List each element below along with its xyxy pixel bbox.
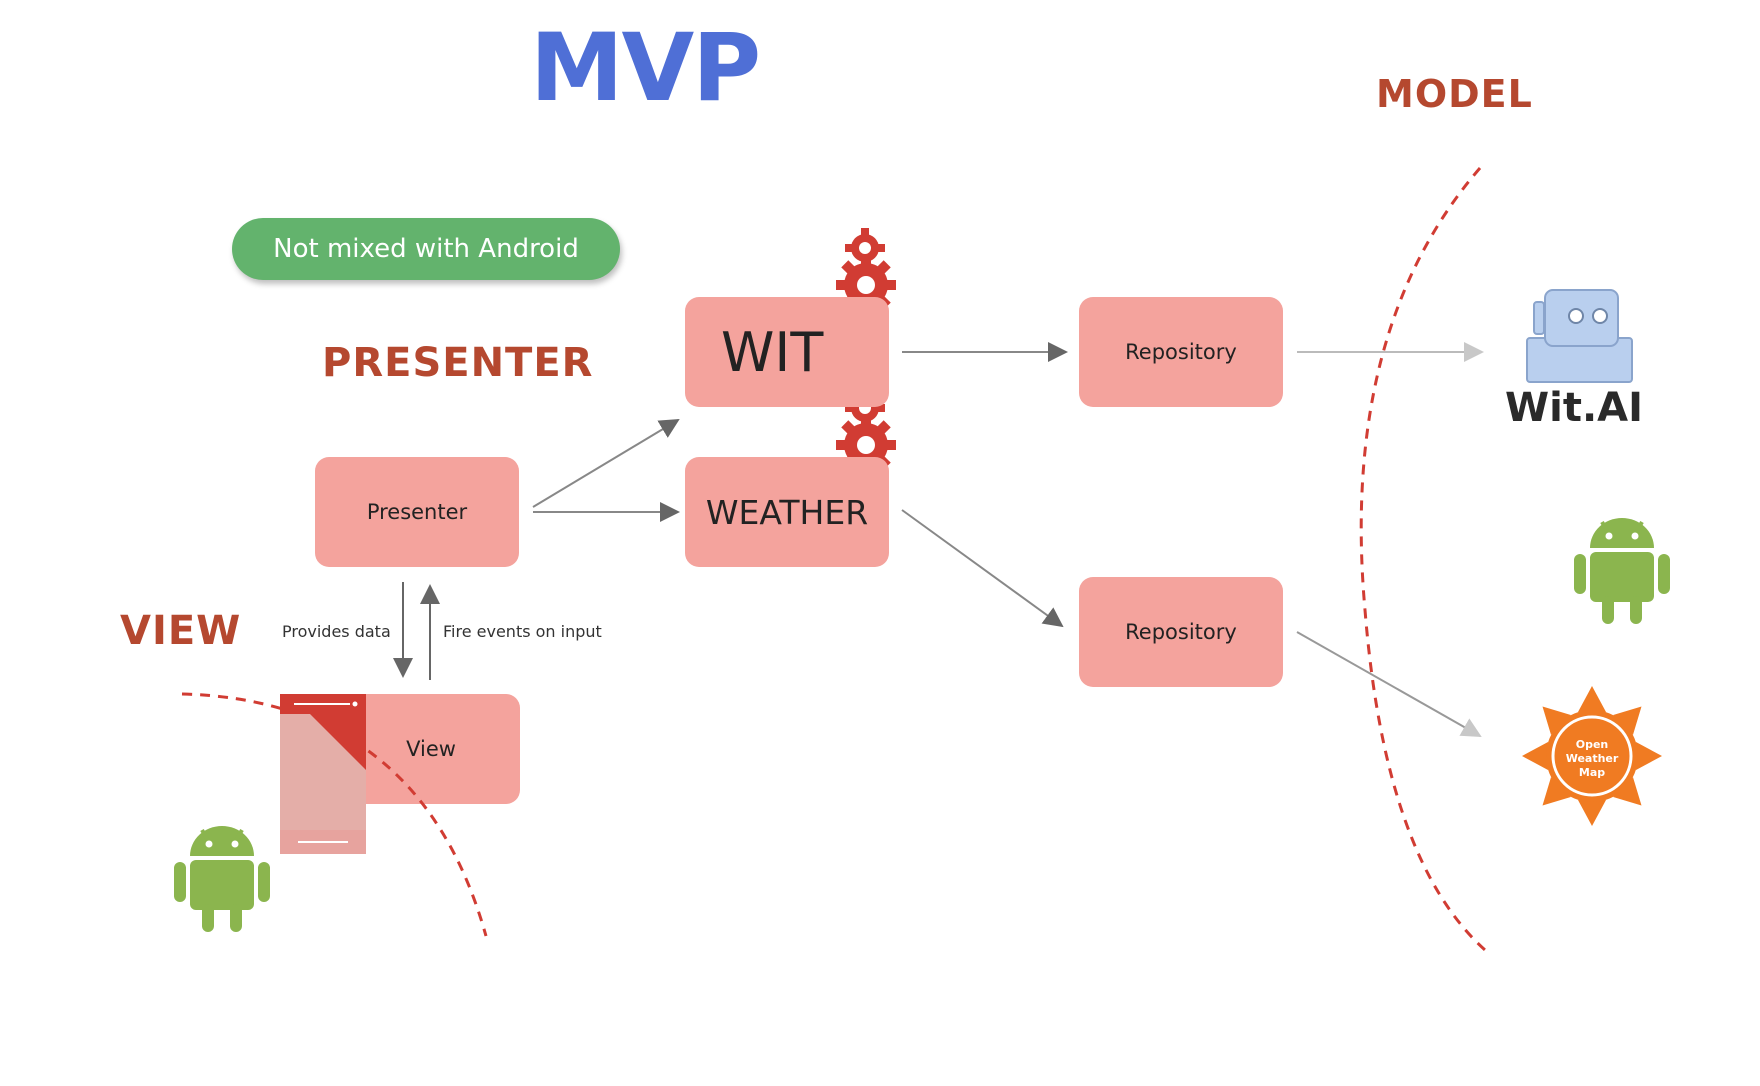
- section-label-view: VIEW: [120, 608, 242, 654]
- view-boundary: [181, 692, 488, 937]
- android-icon: [174, 826, 270, 932]
- presenter-label: Presenter: [366, 500, 468, 524]
- gear-icon: [845, 228, 885, 268]
- model-boundary: [1359, 167, 1487, 952]
- provides-data-label: Provides data: [282, 622, 391, 641]
- arrow-repository-to-openweather: [1296, 631, 1482, 737]
- page-title: MVP: [530, 14, 761, 123]
- section-label-presenter: PRESENTER: [322, 340, 594, 386]
- repository-label: Repository: [1125, 340, 1237, 364]
- repository-box-wit: Repository: [1079, 297, 1283, 407]
- wit-label: WIT: [721, 320, 824, 384]
- wit-ai-logo-text: Wit.AI: [1505, 385, 1643, 431]
- repository-box-weather: Repository: [1079, 577, 1283, 687]
- weather-box: WEATHER: [685, 457, 889, 567]
- openweather-line-1: Open: [1576, 738, 1609, 751]
- weather-label: WEATHER: [705, 492, 869, 532]
- openweather-line-2: Weather: [1566, 752, 1619, 765]
- wit-box: WIT: [685, 297, 889, 407]
- openweather-line-3: Map: [1579, 766, 1605, 779]
- section-label-model: MODEL: [1376, 72, 1533, 116]
- repository-label: Repository: [1125, 620, 1237, 644]
- arrow-weather-to-repository: [901, 509, 1064, 628]
- openweathermap-sun-icon: Open Weather Map: [1522, 686, 1662, 826]
- arrow-presenter-to-wit: [532, 418, 680, 508]
- fire-events-label: Fire events on input: [443, 622, 602, 641]
- android-icon: [1574, 518, 1670, 624]
- not-mixed-badge: Not mixed with Android: [232, 218, 620, 280]
- presenter-box: Presenter: [315, 457, 519, 567]
- phone-icon: [280, 694, 366, 854]
- wit-ai-robot-icon: [1526, 289, 1633, 383]
